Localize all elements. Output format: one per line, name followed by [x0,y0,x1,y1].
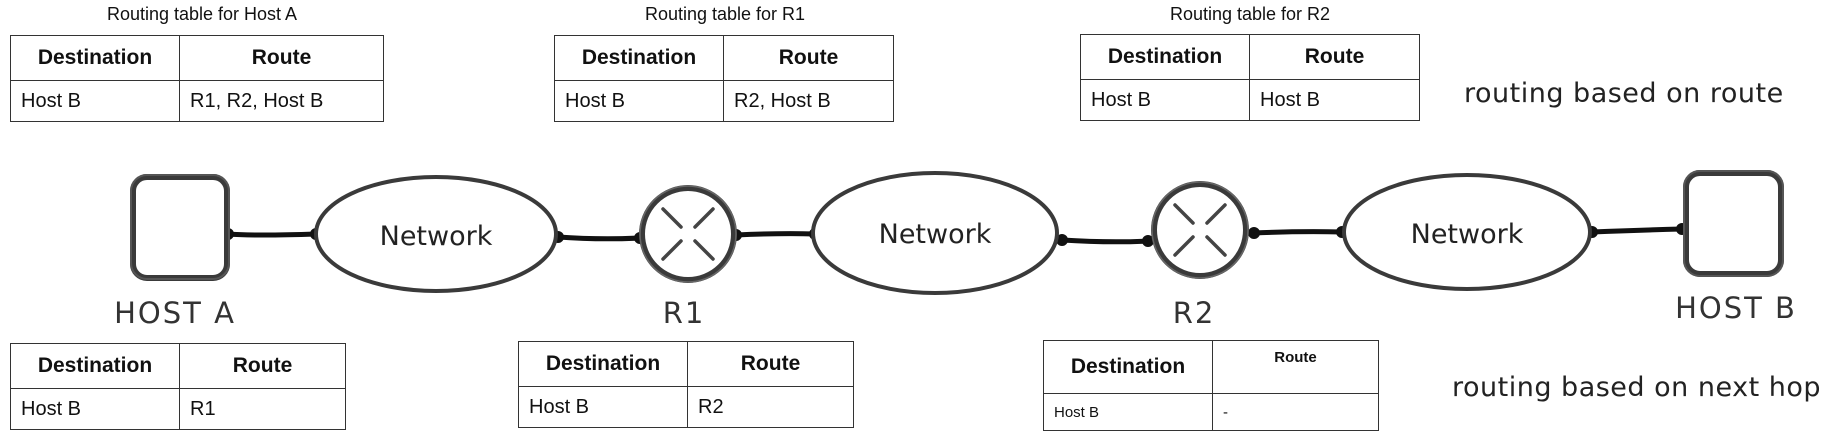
column-header-destination: Destination [1043,340,1213,394]
caption-r1-table: Routing table for R1 [644,4,806,24]
cell-destination: Host B [554,80,724,122]
route-table-r1: Destination Route Host B R2, Host B [554,35,894,122]
column-header-destination: Destination [518,341,688,387]
note-next-hop-based: routing based on next hop [1452,372,1822,403]
column-header-route: Route [723,35,894,81]
link-r1-network-2 [733,231,818,238]
cell-destination: Host B [1043,393,1213,431]
cell-route: R2, Host B [723,80,894,122]
cell-route: R2 [687,386,854,428]
column-header-route: Route [687,341,854,387]
caption-r2-table: Routing table for R2 [1169,4,1331,24]
host-b-label: HOST B [1675,291,1797,325]
router-r2-label: R2 [1173,296,1216,330]
route-table-host-a: Destination Route Host B R1, R2, Host B [10,35,384,122]
router-r1-icon [639,185,737,283]
cell-route: R1, R2, Host B [179,80,384,122]
column-header-route: Route [1249,34,1420,80]
link-network-3-host-b [1589,226,1685,235]
next-hop-table-host-a: Destination Route Host B R1 [10,343,346,430]
host-a-node [130,174,230,281]
network-2-node [811,171,1059,295]
column-header-destination: Destination [554,35,724,81]
column-header-destination: Destination [10,35,180,81]
network-3-node [1342,173,1592,291]
network-1-node [314,175,558,293]
host-a-label: HOST A [114,296,236,330]
caption-host-a-table: Routing table for Host A [106,4,298,24]
next-hop-table-r2: Destination Route Host B - [1043,340,1379,431]
cell-destination: Host B [10,80,180,122]
column-header-destination: Destination [10,343,180,389]
column-header-destination: Destination [1080,34,1250,80]
link-host-a-network-1 [225,231,319,238]
cell-destination: Host B [518,386,688,428]
next-hop-table-r1: Destination Route Host B R2 [518,341,854,428]
column-header-route: Route [179,343,346,389]
network-2-label: Network [879,219,992,250]
link-r2-network-3 [1251,229,1345,236]
network-3-label: Network [1411,219,1524,250]
host-b-node [1683,170,1784,277]
link-network-2-r2 [1059,237,1151,245]
router-r1-label: R1 [663,296,706,330]
link-network-1-r1 [555,234,643,242]
cell-destination: Host B [10,388,180,430]
network-1-label: Network [380,221,493,252]
router-r2-icon [1151,181,1249,279]
cell-route: R1 [179,388,346,430]
column-header-route: Route [1212,340,1379,394]
cell-route: - [1212,393,1379,431]
note-route-based: routing based on route [1464,78,1784,109]
cell-route: Host B [1249,79,1420,121]
route-table-r2: Destination Route Host B Host B [1080,34,1420,121]
